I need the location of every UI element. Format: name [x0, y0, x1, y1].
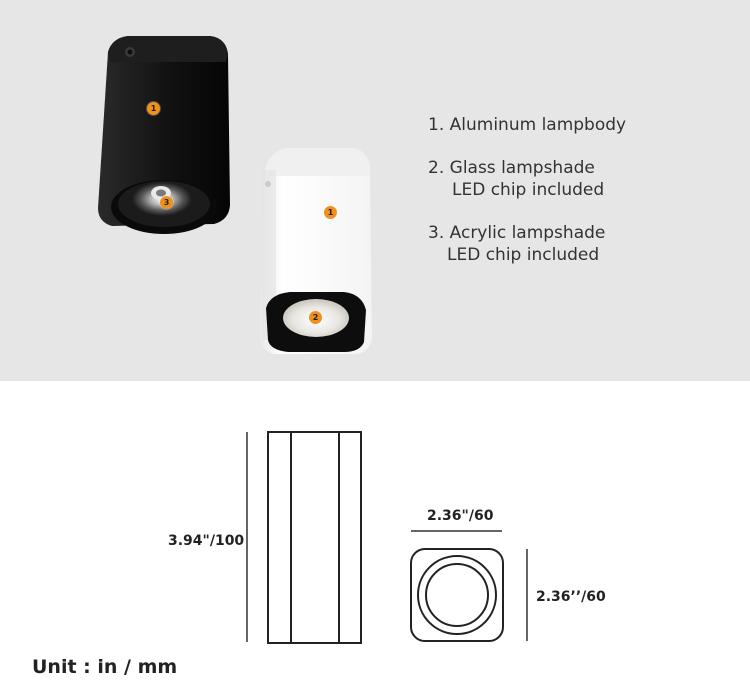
- feature-title: Aluminum lampbody: [449, 115, 627, 135]
- height-label: 3.94"/100: [168, 533, 245, 549]
- marker-black-body: 1: [147, 102, 160, 115]
- depth-label: 2.36’’/60: [536, 589, 606, 605]
- feature-item: 3. Acrylic lampshade LED chip included: [428, 222, 626, 266]
- feature-title: Glass lampshade: [449, 158, 595, 178]
- feature-number: 1.: [428, 115, 445, 135]
- feature-title: Acrylic lampshade: [449, 223, 606, 243]
- unit-label: Unit : in / mm: [32, 656, 178, 678]
- black-lamp: [98, 36, 230, 234]
- feature-number: 2.: [428, 158, 445, 178]
- marker-white-body: 1: [324, 206, 337, 219]
- feature-number: 3.: [428, 223, 445, 243]
- product-illustration: [98, 36, 372, 354]
- dimension-panel: [0, 381, 750, 692]
- feature-item: 2. Glass lampshade LED chip included: [428, 157, 626, 201]
- feature-list: 1. Aluminum lampbody 2. Glass lampshade …: [428, 114, 626, 287]
- marker-black-lens: 3: [160, 196, 173, 209]
- feature-subtitle: LED chip included: [447, 245, 600, 265]
- feature-item: 1. Aluminum lampbody: [428, 114, 626, 136]
- feature-subtitle: LED chip included: [452, 180, 605, 200]
- marker-white-lens: 2: [309, 311, 322, 324]
- width-label: 2.36"/60: [427, 508, 494, 524]
